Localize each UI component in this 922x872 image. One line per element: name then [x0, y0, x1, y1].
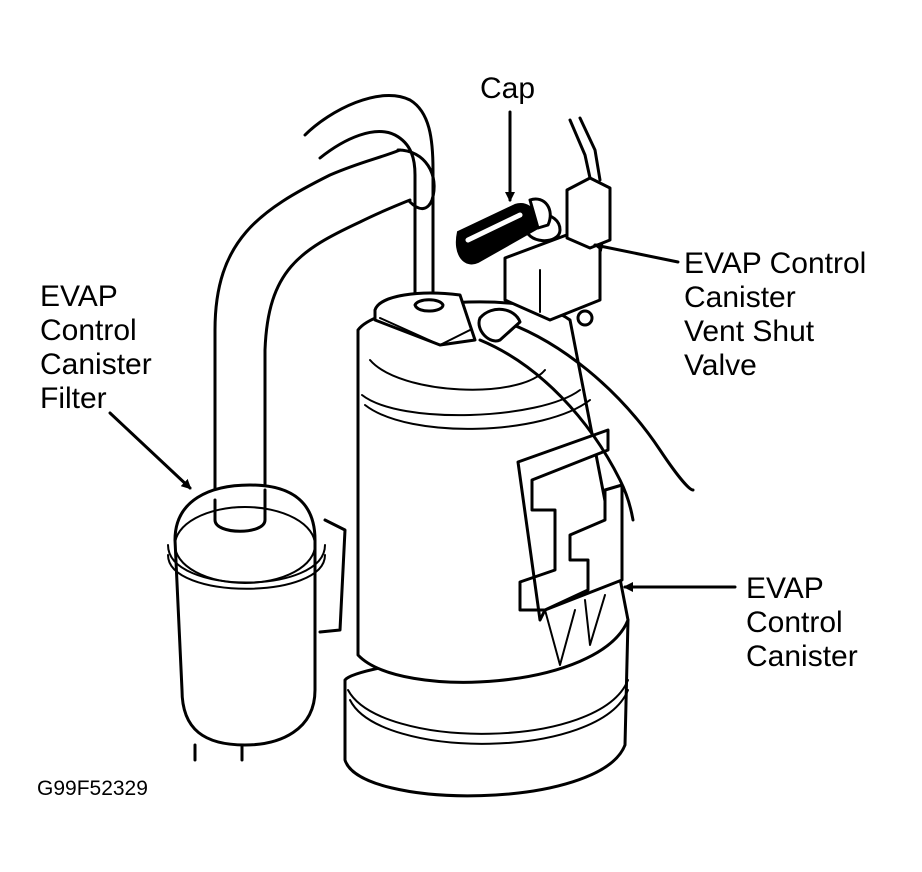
vent-tube	[303, 94, 435, 307]
vent-label-line-1: EVAP Control	[684, 247, 867, 280]
vent-shut-valve	[503, 116, 612, 327]
vent-label-line-2: Canister	[684, 281, 796, 314]
filter-label-line-2: Control	[40, 314, 137, 347]
canister-filter	[167, 483, 347, 762]
filter-arrow	[108, 411, 192, 490]
vent-shut-valve-label: EVAP Control Canister Vent Shut Valve	[684, 247, 866, 383]
canister-top	[373, 291, 477, 347]
vent-label-line-3: Vent Shut	[684, 315, 815, 348]
filter-label-line-4: Filter	[40, 382, 107, 415]
canister-label: EVAP Control Canister	[746, 572, 858, 674]
filter-label-line-1: EVAP	[40, 280, 118, 313]
purge-hose	[477, 307, 695, 522]
canister-filter-label: EVAP Control Canister Filter	[40, 280, 152, 416]
vent-valve-arrow	[593, 241, 680, 264]
canister-label-line-1: EVAP	[746, 572, 824, 605]
mounting-bracket	[516, 428, 624, 666]
cap-label: Cap	[480, 72, 535, 106]
vent-label-line-4: Valve	[684, 349, 757, 382]
filter-label-line-3: Canister	[40, 348, 152, 381]
canister-label-line-2: Control	[746, 606, 843, 639]
figure-code: G99F52329	[37, 777, 148, 800]
canister-label-line-3: Canister	[746, 640, 858, 673]
cap-label-line: Cap	[480, 72, 536, 105]
cap	[455, 197, 552, 265]
